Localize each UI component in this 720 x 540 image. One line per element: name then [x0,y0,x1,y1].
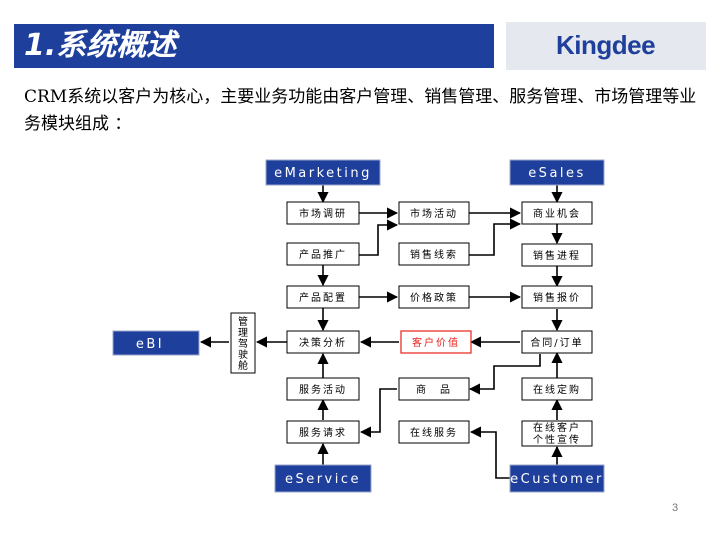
node-decision-analysis: 决策分析 [286,330,360,354]
node-service-request: 服务请求 [286,420,360,444]
module-emarketing: eMarketing [265,159,381,186]
module-ecustomer-label: eCustomer [510,472,604,487]
module-eservice: eService [274,464,372,493]
module-emarketing-label: eMarketing [274,166,372,181]
svg-text:在线定购: 在线定购 [533,383,581,396]
svg-text:产品推广: 产品推广 [299,248,347,261]
svg-text:在线服务: 在线服务 [410,426,458,439]
page-number: 3 [672,502,679,514]
svg-text:产品配置: 产品配置 [299,291,347,304]
svg-text:商业机会: 商业机会 [533,207,581,220]
svg-text:服务请求: 服务请求 [299,426,347,439]
svg-text:价格政策: 价格政策 [410,291,458,304]
slide-header: 1.系统概述 Kingdee [0,0,720,78]
svg-text:个性宣传: 个性宣传 [533,433,581,446]
connectors [199,184,563,479]
node-product-config: 产品配置 [286,285,360,309]
logo-area [506,22,706,70]
node-market-activity: 市场活动 [398,201,470,225]
module-esales-label: eSales [528,166,586,181]
svg-text:销售报价: 销售报价 [533,291,581,304]
intro-text: CRM系统以客户为核心，主要业务功能由客户管理、销售管理、服务管理、市场管理等业… [24,87,697,134]
kingdee-logo: Kingdee [556,30,656,60]
node-product-promotion: 产品推广 [286,242,360,266]
node-management-cockpit: 管理驾驶舱 [230,312,256,374]
node-customer-value: 客户价值 [400,330,472,354]
node-product: 商 品 [398,377,470,401]
svg-text:决策分析: 决策分析 [299,336,347,349]
svg-text:销售进程: 销售进程 [533,249,581,262]
node-sales-process: 销售进程 [521,243,593,267]
module-esales: eSales [509,159,605,186]
slide-title: 1.系统概述 [24,28,177,63]
node-price-policy: 价格政策 [398,285,470,309]
svg-text:商 品: 商 品 [416,383,452,396]
svg-text:市场活动: 市场活动 [410,207,458,220]
node-online-order: 在线定购 [521,377,593,401]
module-ecustomer: eCustomer [509,464,605,493]
node-contract-order: 合同/订单 [521,330,593,354]
node-market-research: 市场调研 [286,201,360,225]
title-bar [14,24,494,68]
svg-text:客户价值: 客户价值 [412,336,460,349]
module-ebi-label: eBI [136,337,164,352]
svg-text:合同/订单: 合同/订单 [530,336,583,349]
node-online-service: 在线服务 [398,420,470,444]
module-eservice-label: eService [285,472,361,487]
module-ebi: eBI [112,330,200,356]
svg-text:在线客户: 在线客户 [533,421,581,434]
node-sales-quote: 销售报价 [521,285,593,309]
svg-text:服务活动: 服务活动 [299,383,347,396]
node-service-activity: 服务活动 [286,377,360,401]
node-personal-promotion: 在线客户 个性宣传 [521,420,593,447]
management-cockpit-label: 管理驾驶舱 [238,315,248,372]
svg-text:销售线索: 销售线索 [410,248,458,261]
node-business-opportunity: 商业机会 [521,201,593,225]
node-sales-lead: 销售线索 [398,242,470,266]
svg-text:市场调研: 市场调研 [299,207,347,220]
